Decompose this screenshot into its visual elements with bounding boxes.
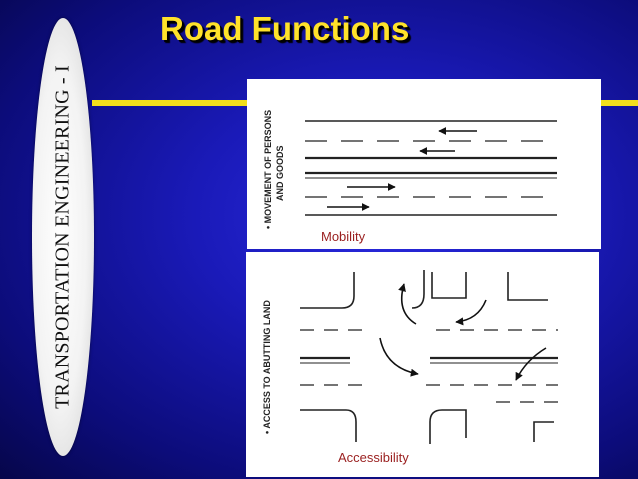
mobility-figure: • MOVEMENT OF PERSONS AND GOODS Mobility [247, 79, 601, 249]
slide-title: Road Functions [160, 10, 410, 47]
accessibility-road-lines [300, 270, 558, 444]
mobility-traffic-arrows [327, 127, 477, 211]
mobility-vertical-label-2: AND GOODS [275, 145, 285, 201]
side-title-ellipse [32, 18, 94, 456]
accessibility-road-diagram: • ACCESS TO ABUTTING LAND [262, 270, 558, 444]
accessibility-figure: • ACCESS TO ABUTTING LAND [246, 252, 599, 477]
accessibility-vertical-label: • ACCESS TO ABUTTING LAND [262, 300, 272, 434]
mobility-road-diagram: • MOVEMENT OF PERSONS AND GOODS [263, 110, 557, 229]
side-course-title: TRANSPORTATION ENGINEERING - I [51, 65, 74, 409]
mobility-road-lines [305, 120, 557, 216]
accessibility-turn-arrows [379, 283, 547, 381]
mobility-caption: Mobility [321, 229, 366, 244]
mobility-vertical-label-1: • MOVEMENT OF PERSONS [263, 110, 273, 229]
accessibility-caption: Accessibility [338, 450, 409, 465]
